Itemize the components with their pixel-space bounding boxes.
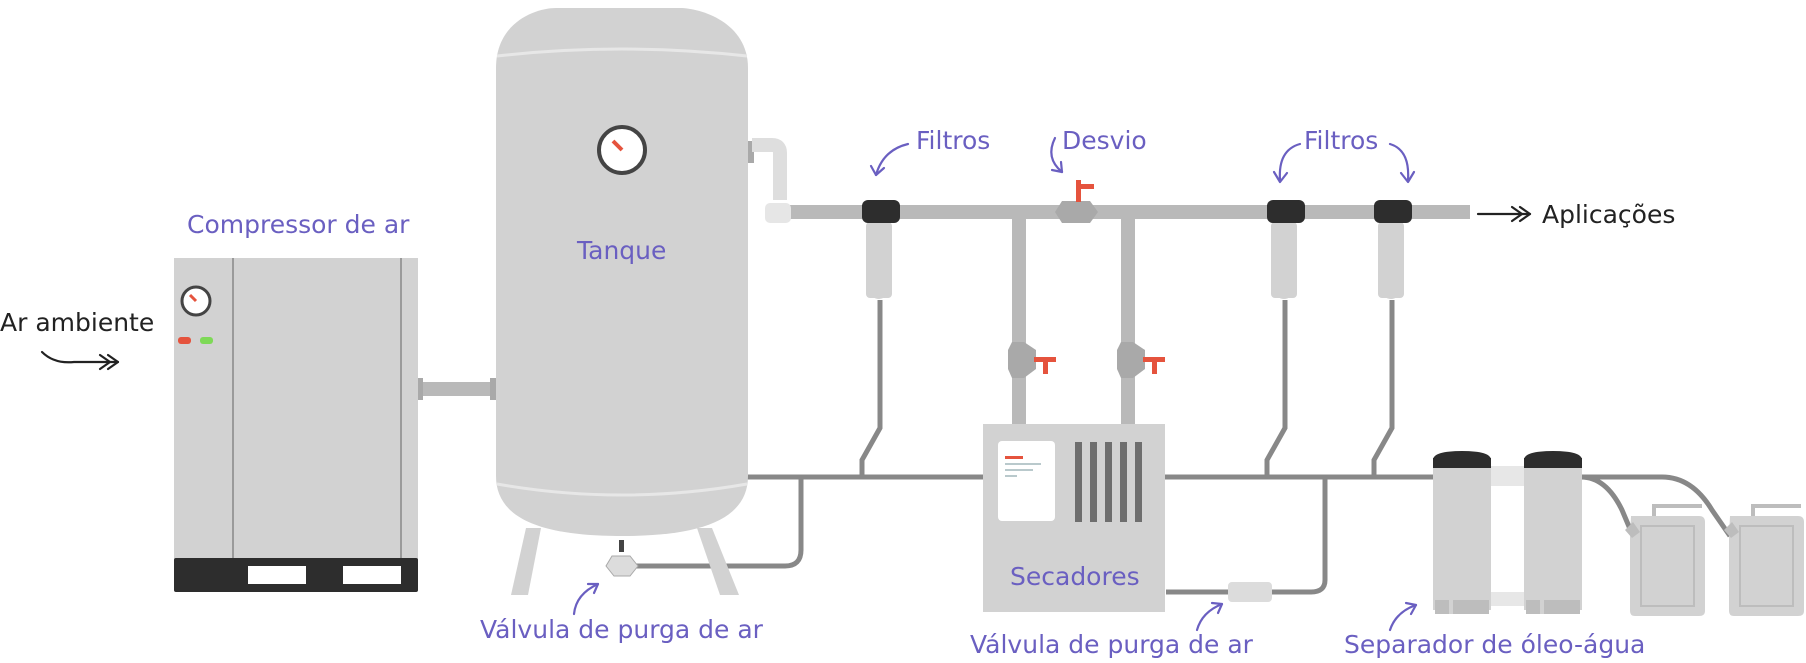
- ambient-air-label: Ar ambiente: [0, 308, 155, 337]
- dryer-valve-left-icon: [1008, 342, 1056, 378]
- separator-arrow-icon: [1388, 601, 1418, 632]
- tank-purge-arrow-icon: [572, 582, 600, 616]
- filter-3-icon: [1374, 200, 1412, 299]
- filters-left-label: Filtros: [916, 126, 991, 155]
- compressor-pressure-gauge-icon: [180, 285, 212, 317]
- filter-1-icon: [862, 200, 900, 299]
- oil-water-separator-label: Separador de óleo-água: [1344, 630, 1646, 659]
- dryer-purge-valve-icon: [1228, 582, 1272, 602]
- filter-2-icon: [1267, 200, 1305, 299]
- dryer-purge-arrow-icon: [1195, 601, 1224, 632]
- tank-pressure-gauge-icon: [597, 125, 647, 175]
- compressor-label: Compressor de ar: [187, 210, 410, 239]
- dryer-purge-valve-label: Válvula de purga de ar: [970, 630, 1253, 659]
- bypass-valve-icon: [1055, 180, 1098, 223]
- tank-purge-valve-icon: [605, 555, 639, 577]
- applications-arrow-icon: [1476, 205, 1532, 223]
- bypass-label: Desvio: [1062, 126, 1147, 155]
- tank-label: Tanque: [577, 236, 667, 265]
- dryer-valve-right-icon: [1117, 342, 1165, 378]
- filters-right-arrow-2-icon: [1388, 142, 1416, 184]
- air-compressor: [174, 258, 418, 592]
- filters-right-arrow-1-icon: [1272, 142, 1302, 184]
- indicator-light-green: [200, 337, 213, 344]
- bypass-arrow-icon: [1050, 136, 1064, 174]
- annotation-arrows: [40, 136, 1532, 632]
- indicator-light-red: [178, 337, 191, 344]
- applications-label: Aplicações: [1542, 200, 1676, 229]
- filters-right-label: Filtros: [1304, 126, 1379, 155]
- waste-canister-1-icon: [1625, 504, 1705, 616]
- tank-purge-valve-label: Válvula de purga de ar: [480, 615, 763, 644]
- waste-canister-2-icon: [1724, 504, 1804, 616]
- dryer-unit: [983, 424, 1165, 612]
- dryers-label: Secadores: [1010, 562, 1140, 591]
- air-tank: [496, 8, 748, 595]
- filters-left-arrow-icon: [869, 142, 910, 177]
- ambient-air-arrow-icon: [40, 350, 120, 371]
- oil-water-separator: [1433, 451, 1582, 614]
